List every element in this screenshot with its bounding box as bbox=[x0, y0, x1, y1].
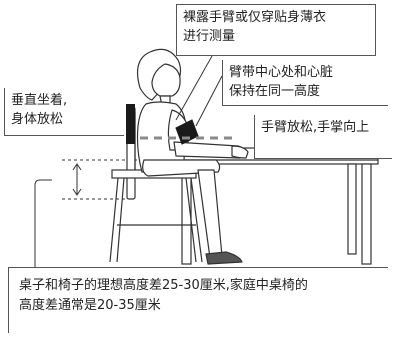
callout-text-line: 保持在同一高度 bbox=[229, 84, 321, 99]
shoe bbox=[205, 251, 243, 265]
chair-back-dark-panel bbox=[126, 104, 135, 144]
table-leg-back bbox=[347, 163, 357, 255]
callout-text-line: 桌子和椅子的理想高度差25-30厘米,家庭中桌椅的 bbox=[19, 278, 308, 293]
callout-sit-upright: 垂直坐着, 身体放松 bbox=[4, 88, 124, 136]
callout-text-line: 臂带中心处和心脏 bbox=[229, 65, 334, 80]
person bbox=[136, 48, 249, 265]
callout-cuff-heart-level: 臂带中心处和心脏 保持在同一高度 bbox=[222, 60, 388, 106]
arrow-head-up-icon bbox=[72, 163, 82, 171]
callout-text-line: 身体放松 bbox=[11, 112, 64, 127]
callout-table-chair-height: 桌子和椅子的理想高度差25-30厘米,家庭中桌椅的 高度差通常是20-35厘米 bbox=[8, 267, 388, 333]
callout-text-line: 手臂放松,手掌向上 bbox=[261, 120, 370, 135]
callout-text-line: 进行测量 bbox=[183, 29, 236, 44]
arrow-head-down-icon bbox=[72, 188, 82, 196]
callout-text-line: 高度差通常是20-35厘米 bbox=[19, 298, 161, 313]
heart-callout-pointer bbox=[195, 75, 223, 127]
callout-text-line: 垂直坐着, bbox=[11, 93, 68, 108]
lower-leg bbox=[197, 169, 223, 259]
top-callout-pointer bbox=[175, 55, 213, 121]
table-leg-right bbox=[361, 163, 372, 265]
hand bbox=[231, 145, 249, 159]
callout-text-line: 裸露手臂或仅穿贴身薄衣 bbox=[183, 10, 327, 25]
callout-palm-up: 手臂放松,手掌向上 bbox=[254, 115, 392, 159]
bp-cuff-icon bbox=[175, 119, 199, 145]
bottom-callout-leader bbox=[34, 179, 52, 268]
callout-bare-arm: 裸露手臂或仅穿贴身薄衣 进行测量 bbox=[176, 4, 376, 56]
